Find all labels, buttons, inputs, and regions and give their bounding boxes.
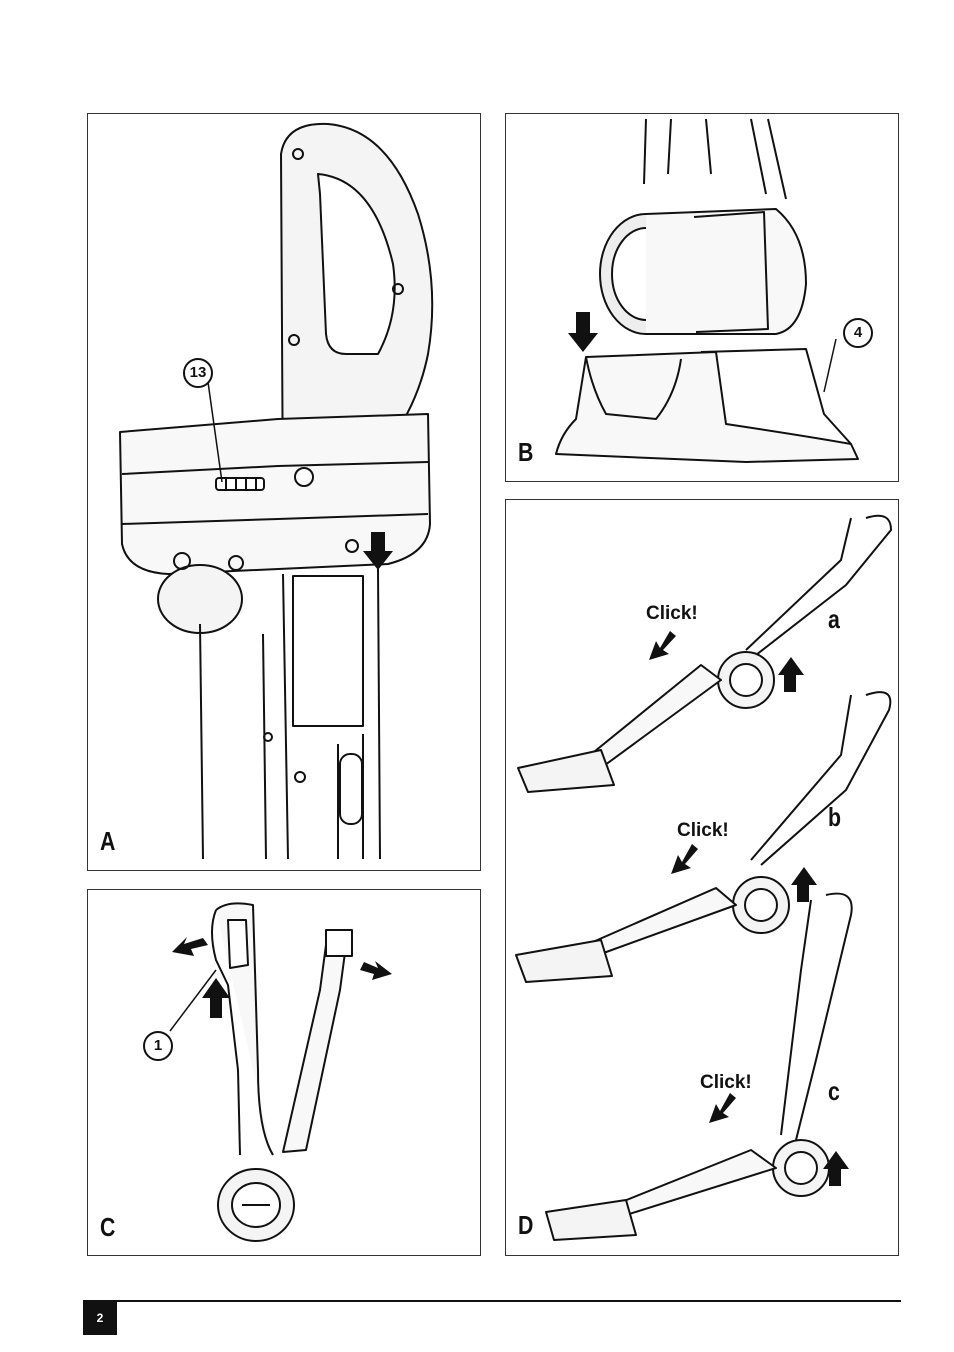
figure-panel-c: 1 C (87, 889, 481, 1256)
down-left-arrow-icon (649, 631, 676, 660)
panel-letter-a: A (100, 826, 115, 857)
up-arrow-icon (778, 657, 804, 692)
left-arrow-icon (172, 937, 208, 956)
panel-letter-b: B (518, 437, 533, 468)
page-number: 2 (83, 1302, 117, 1335)
folding-illustration (88, 890, 480, 1255)
step-letter-b: b (828, 802, 841, 833)
figure-panel-b: 4 B (505, 113, 899, 482)
click-label-c: Click! (700, 1072, 752, 1094)
footer-rule (83, 1300, 901, 1302)
callout-1: 1 (143, 1031, 173, 1061)
figure-panel-d: Click! a Click! b Click! c D (505, 499, 899, 1256)
docking-illustration (506, 114, 898, 481)
callout-13: 13 (183, 358, 213, 388)
panel-letter-c: C (100, 1212, 115, 1243)
handle-assembly-illustration (88, 114, 480, 870)
callout-4: 4 (843, 318, 873, 348)
click-label-b: Click! (677, 820, 729, 842)
step-letter-c: c (828, 1076, 840, 1107)
down-arrow-icon (568, 312, 598, 352)
figure-panel-a: 13 A (87, 113, 481, 871)
step-letter-a: a (828, 604, 840, 635)
down-left-arrow-icon (671, 844, 698, 874)
panel-letter-d: D (518, 1210, 533, 1241)
down-left-arrow-icon (709, 1093, 736, 1123)
click-label-a: Click! (646, 603, 698, 625)
right-arrow-icon (360, 961, 392, 980)
up-arrow-icon (791, 867, 817, 902)
